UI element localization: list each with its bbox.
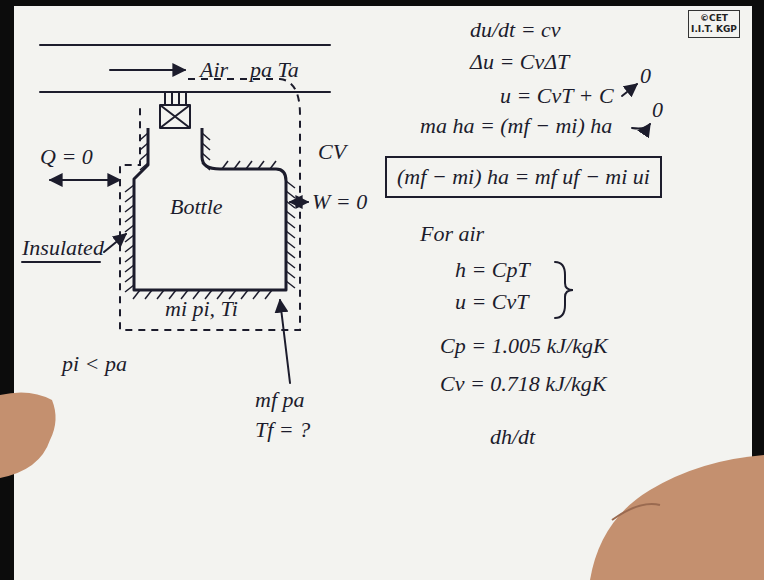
- node-label: Bottle: [170, 195, 223, 219]
- hand: [590, 455, 764, 580]
- annotation: W = 0: [312, 190, 367, 214]
- annotation: Δu = CvΔT: [470, 50, 569, 74]
- annotation: Cv = 0.718 kJ/kgK: [440, 372, 606, 396]
- node-label: CV: [318, 140, 346, 164]
- annotation: u = CvT: [455, 290, 529, 314]
- control-volume: CVBottle: [118, 75, 318, 335]
- bottle: Bottle: [130, 85, 290, 295]
- valve-stem: [178, 92, 180, 105]
- annotation: Tf = ?: [255, 418, 310, 442]
- annotation: mi pi, Ti: [165, 297, 238, 321]
- underline: [22, 261, 100, 263]
- annotation: pa Ta: [250, 58, 299, 82]
- annotation: 0: [640, 64, 651, 88]
- logo-text: ©CET I.I.T. KGP: [691, 13, 737, 35]
- valve-stem: [164, 92, 166, 105]
- annotation: ma ha = (mf − mi) ha: [420, 114, 612, 138]
- bottle-outline: [130, 85, 290, 295]
- annotation: mf pa: [255, 388, 305, 412]
- duct-wall: [40, 44, 330, 46]
- equation-box: (mf − mi) ha = mf uf − mi ui: [385, 156, 662, 198]
- paper: [14, 6, 752, 580]
- heat-arrow: [50, 179, 120, 181]
- annotation: Q = 0: [40, 145, 93, 169]
- annotation: u = CvT + C: [500, 84, 614, 108]
- hand-crease: [612, 504, 660, 520]
- leader-arrow: [622, 84, 637, 96]
- leader-arrow: [104, 234, 126, 252]
- valve-stem: [185, 92, 187, 105]
- leader-arrow: [632, 124, 650, 129]
- equation-text: (mf − mi) ha = mf uf − mi ui: [397, 164, 650, 190]
- annotation: du/dt = cv: [470, 18, 561, 42]
- flow-arrow: [110, 69, 185, 71]
- logo-box: ©CET I.I.T. KGP: [688, 10, 740, 38]
- hand: [0, 392, 56, 478]
- annotation: Insulated: [22, 236, 104, 260]
- valve-stem: [171, 92, 173, 105]
- annotation: For air: [420, 222, 484, 246]
- annotation: dh/dt: [490, 425, 535, 449]
- brace: [555, 262, 573, 318]
- leader-arrow: [280, 300, 290, 383]
- annotation: pi < pa: [62, 352, 127, 376]
- annotation: 0: [652, 98, 663, 122]
- annotation: h = CpT: [455, 258, 530, 282]
- annotation: Air: [200, 58, 228, 82]
- annotation: Cp = 1.005 kJ/kgK: [440, 334, 608, 358]
